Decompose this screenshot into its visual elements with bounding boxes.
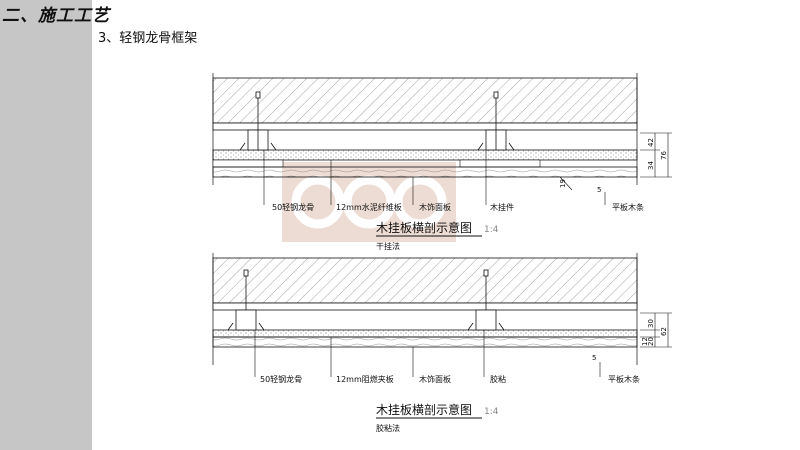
keel-assembly-right-2 <box>467 269 505 331</box>
section-subtitle: 3、轻钢龙骨框架 <box>98 31 198 46</box>
cement-fiber-board <box>212 149 638 161</box>
method-2: 胶粘法 <box>376 423 400 433</box>
diagram-glue: 30 20 12 62 5 50轻钢龙骨 12mm阻燃夹板 木饰面板 胶粘 平板… <box>212 253 672 433</box>
dim-19: 19 <box>559 179 567 188</box>
label-plywood: 12mm阻燃夹板 <box>336 374 394 384</box>
fire-plywood <box>212 329 638 338</box>
label-steel-keel: 50轻钢龙骨 <box>272 202 314 212</box>
dim-20: 20 <box>647 337 655 346</box>
sidebar-panel <box>0 0 92 450</box>
method-1: 干挂法 <box>376 241 400 251</box>
label-hanger: 木挂件 <box>490 202 514 212</box>
diagram-dry-hanging: 42 34 76 19 5 50轻钢龙骨 12mm水泥纤维板 木饰面板 木挂件 … <box>212 73 672 251</box>
dim-5b: 5 <box>592 354 596 362</box>
dim-12: 12 <box>641 337 649 346</box>
dim-34: 34 <box>647 161 655 170</box>
steel-keel-layer <box>212 122 638 131</box>
label-steel-keel-2: 50轻钢龙骨 <box>260 374 302 384</box>
label-veneer-2: 木饰面板 <box>419 374 451 384</box>
keel-assembly-left <box>239 91 277 151</box>
dim-76: 76 <box>660 151 668 160</box>
dim-62: 62 <box>660 327 668 336</box>
caption-2: 木挂板横剖示意图 <box>376 402 472 417</box>
dim-42: 42 <box>647 138 655 147</box>
keel-assembly-right <box>477 91 515 151</box>
dim-5: 5 <box>597 186 601 194</box>
scale-1: 1:4 <box>484 225 499 235</box>
label-fiber-board: 12mm水泥纤维板 <box>336 202 402 212</box>
section-title: 二、施工工艺 <box>2 6 110 26</box>
keel-assembly-left-2 <box>227 269 265 331</box>
concrete-wall-2 <box>212 257 638 304</box>
label-wood-strip: 平板木条 <box>612 202 644 212</box>
wood-veneer-panel-2 <box>212 336 638 348</box>
scale-2: 1:4 <box>484 407 499 417</box>
label-wood-strip-2: 平板木条 <box>608 374 640 384</box>
label-veneer: 木饰面板 <box>419 202 451 212</box>
dim-30: 30 <box>647 319 655 328</box>
label-glue: 胶粘 <box>490 374 506 384</box>
caption-1: 木挂板横剖示意图 <box>376 220 472 235</box>
concrete-wall <box>212 77 638 124</box>
wood-veneer-panel <box>212 166 638 178</box>
